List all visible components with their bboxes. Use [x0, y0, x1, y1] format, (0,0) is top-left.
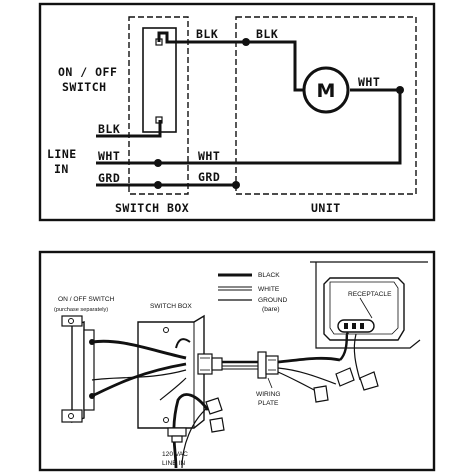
legend-black: BLACK — [258, 272, 280, 279]
motor-icon: M — [302, 66, 350, 114]
switch-box-outline — [128, 16, 189, 195]
unit-label: UNIT — [311, 201, 341, 215]
legend-ground: GROUND — [258, 297, 288, 304]
wiring-plate-label: WIRING — [256, 391, 281, 398]
grd-wire — [96, 181, 240, 189]
switch-device-note: (purchase separately) — [54, 307, 108, 313]
blk-wire-in — [96, 120, 162, 138]
pictorial-border — [38, 250, 436, 472]
legend-ground-bare: (bare) — [262, 306, 280, 313]
line-in-pictorial-label-2: LINE IN — [162, 460, 185, 467]
blk-label-top-left: BLK — [196, 27, 218, 41]
line-in-wires — [159, 377, 213, 469]
box-connector — [197, 353, 223, 375]
unit-housing: RECEPTACLE — [310, 261, 428, 349]
line-in-pictorial-label: 120 VAC — [162, 451, 188, 458]
switch-device: ON / OFF SWITCH (purchase separately) — [54, 296, 115, 423]
blk-wire-out — [157, 31, 303, 92]
cable — [222, 360, 258, 370]
switch-wires — [91, 338, 191, 398]
switch-box: SWITCH BOX — [137, 303, 205, 429]
switch-box-pictorial-label: SWITCH BOX — [150, 303, 192, 310]
wht-label-left: WHT — [98, 149, 120, 163]
receptacle-icon — [337, 319, 375, 333]
grd-label-left: GRD — [98, 171, 120, 185]
schematic-panel: M ON / OFF SWITCH LINE IN BLK WHT GRD BL… — [38, 2, 436, 222]
switch-label-2: SWITCH — [62, 80, 107, 94]
switch-box-label: SWITCH BOX — [115, 201, 189, 215]
unit-outline — [235, 16, 417, 195]
legend-white: WHITE — [258, 286, 280, 293]
line-in-label-2: IN — [54, 162, 69, 176]
schematic-border — [38, 2, 436, 222]
wire-nuts-unit — [313, 367, 379, 403]
wht-label-motor: WHT — [358, 75, 380, 89]
box-bottom-connector — [167, 427, 187, 443]
blk-label-top-right: BLK — [256, 27, 278, 41]
wiring-plate: WIRING PLATE — [256, 351, 281, 407]
wht-label-mid: WHT — [198, 149, 220, 163]
switch-label: ON / OFF — [58, 65, 117, 79]
receptacle-label: RECEPTACLE — [348, 291, 392, 298]
pictorial-panel: BLACK WHITE GROUND (bare) RECEPTACLE ON … — [38, 250, 436, 472]
line-in-label: LINE — [47, 147, 77, 161]
blk-label-left: BLK — [98, 122, 120, 136]
wht-wire — [96, 86, 404, 167]
grd-label-mid: GRD — [198, 170, 220, 184]
motor-symbol: M — [317, 80, 336, 102]
wire-legend: BLACK WHITE GROUND (bare) — [218, 272, 288, 313]
wire-nuts-box — [205, 397, 225, 433]
wiring-plate-label-2: PLATE — [258, 400, 279, 407]
switch-device-label: ON / OFF SWITCH — [58, 296, 115, 303]
